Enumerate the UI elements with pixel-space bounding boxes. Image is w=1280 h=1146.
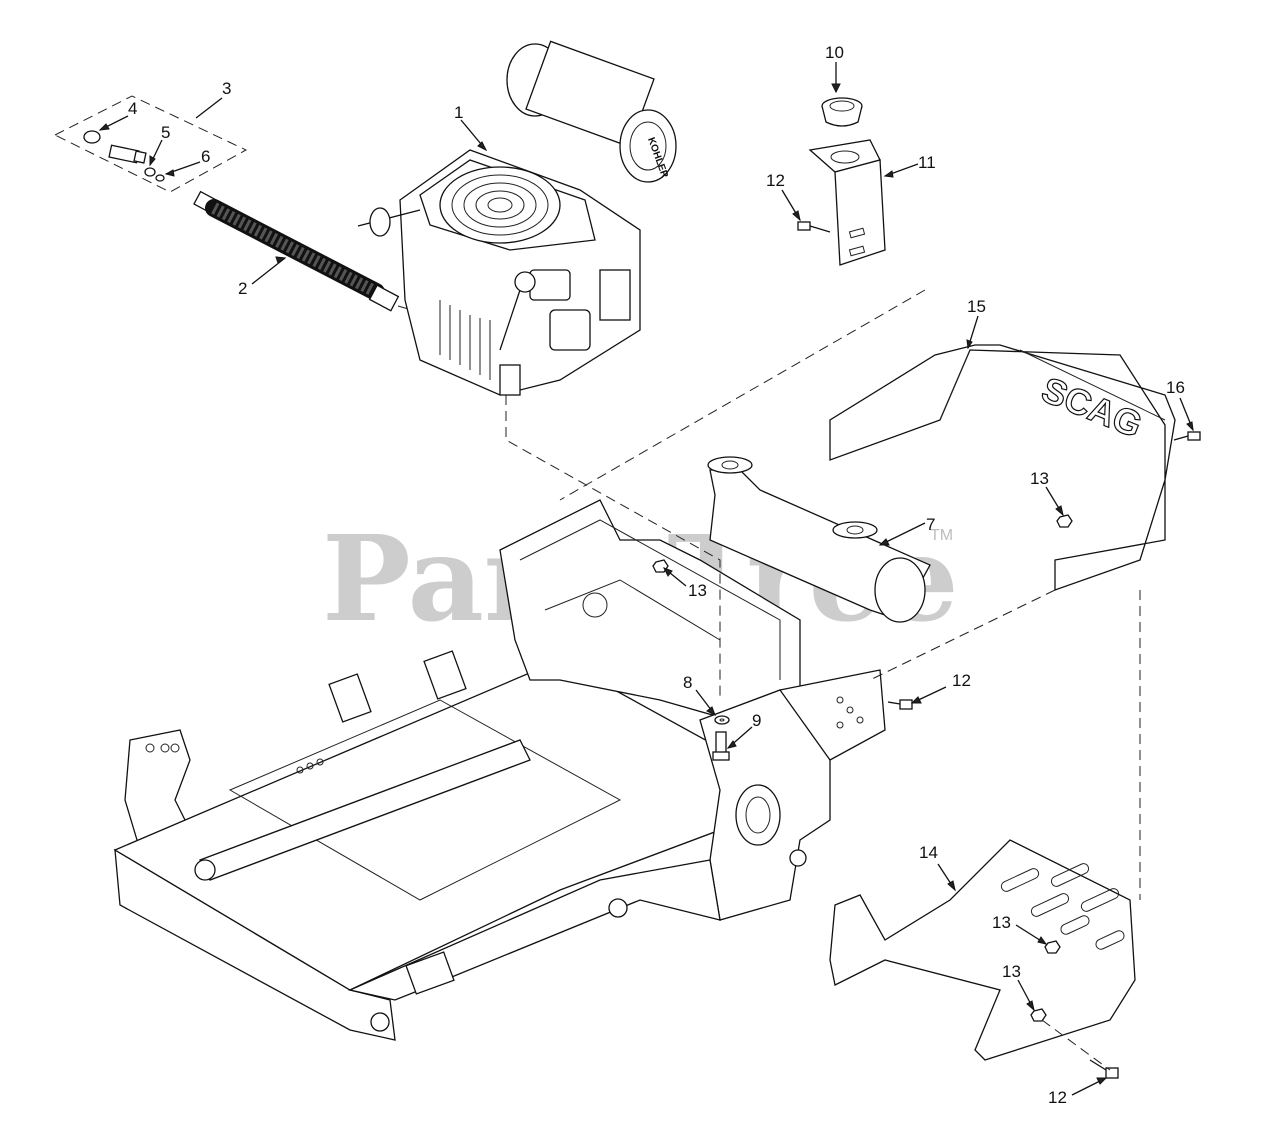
callout-13d[interactable]: 13 [1002, 962, 1021, 981]
bracket-part[interactable] [808, 139, 886, 266]
cap-part[interactable] [83, 130, 101, 144]
engine-part[interactable]: KOHLER [357, 40, 677, 396]
callout-4[interactable]: 4 [128, 99, 137, 118]
fitting-kit-group [53, 95, 248, 193]
o-ring-part[interactable] [144, 167, 156, 177]
assembly-lines [397, 289, 1141, 1071]
callouts: 1 2 3 4 5 6 7 8 9 10 11 12 12 12 13 13 1… [128, 43, 1185, 1107]
callout-3[interactable]: 3 [222, 79, 231, 98]
bolt-part-lower[interactable] [1089, 1059, 1119, 1079]
main-frame [113, 499, 886, 1041]
grommet-part[interactable] [821, 97, 863, 127]
callout-13a[interactable]: 13 [1030, 469, 1049, 488]
callout-11[interactable]: 11 [918, 153, 936, 172]
fitting-part[interactable] [108, 144, 147, 164]
callout-10[interactable]: 10 [825, 43, 844, 62]
leader-lines [98, 62, 1194, 1096]
callout-8[interactable]: 8 [683, 673, 692, 692]
callout-13c[interactable]: 13 [992, 913, 1011, 932]
callout-12a[interactable]: 12 [766, 171, 785, 190]
muffler-part[interactable] [707, 456, 931, 623]
fuel-filter [357, 207, 421, 237]
bolt-part-9[interactable] [712, 731, 730, 761]
watermark-tm: TM [930, 527, 953, 544]
nut-part-13d[interactable] [1030, 1008, 1047, 1022]
air-cleaner: KOHLER [506, 40, 677, 183]
callout-5[interactable]: 5 [161, 123, 170, 142]
washer-part[interactable] [155, 174, 165, 182]
callout-12b[interactable]: 12 [952, 671, 971, 690]
bolt-part-16[interactable] [1173, 431, 1201, 441]
callout-13b[interactable]: 13 [688, 581, 707, 600]
washer-part-8[interactable] [714, 715, 730, 725]
callout-9[interactable]: 9 [752, 711, 761, 730]
cooling-fins [439, 300, 491, 380]
callout-7[interactable]: 7 [926, 515, 935, 534]
bolt-part-upper[interactable] [797, 221, 831, 233]
callout-15[interactable]: 15 [967, 297, 986, 316]
callout-2[interactable]: 2 [238, 279, 247, 298]
skid-plate-part[interactable] [829, 839, 1136, 1061]
callout-1[interactable]: 1 [454, 103, 463, 122]
drain-hose-part[interactable] [193, 190, 400, 312]
nut-part-13a[interactable] [1056, 514, 1073, 528]
callout-16[interactable]: 16 [1166, 378, 1185, 397]
callout-12c[interactable]: 12 [1048, 1088, 1067, 1107]
callout-14[interactable]: 14 [919, 843, 938, 862]
bolt-part-12b[interactable] [887, 699, 913, 710]
callout-6[interactable]: 6 [201, 147, 210, 166]
nut-part-13c[interactable] [1044, 940, 1061, 954]
